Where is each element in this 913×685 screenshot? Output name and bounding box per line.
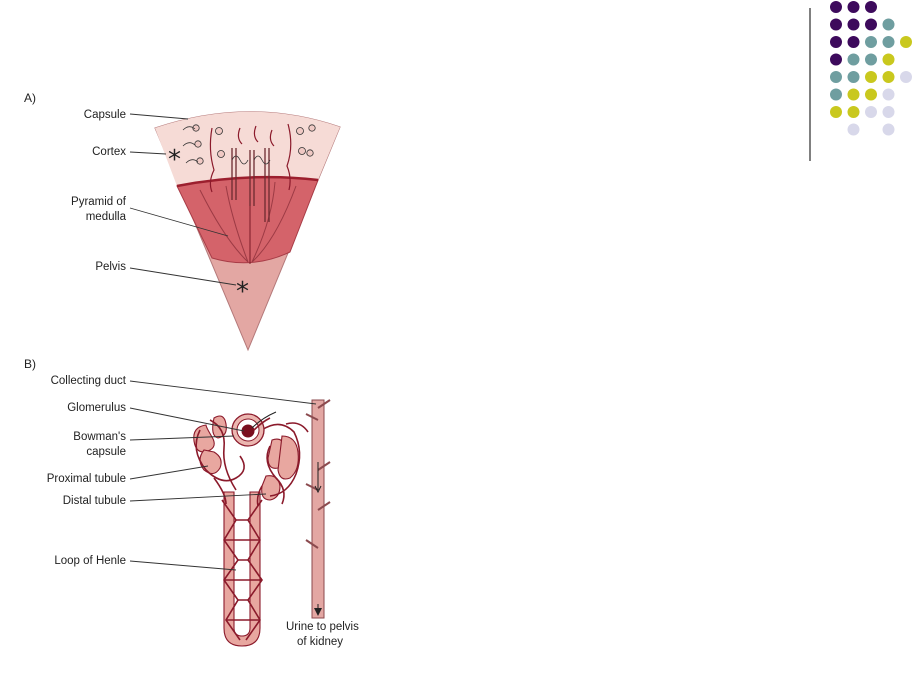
decorative-dot [882,106,895,118]
label-cortex: Cortex [92,146,126,158]
glomerulus [241,424,255,438]
decorative-dot [882,53,895,66]
decorative-dot [830,106,842,118]
decorative-dot [865,71,877,83]
leader-distal-tubule [129,493,267,502]
decorative-dot [847,18,860,31]
urine-flow-arrowhead [314,608,322,616]
cortex-nephrons [182,124,316,165]
decorative-dot [882,18,895,31]
panel-a-letter: A) [24,91,36,105]
panel-b-letter: B) [24,357,36,371]
decorative-dot [865,53,877,66]
decorative-dot [900,71,912,83]
pelvis-marker: * [236,277,249,307]
cortex-region [155,111,340,186]
decorative-dot [830,88,842,101]
label-urine-line1: Urine to pelvis [286,621,359,633]
label-pyramid-line1: Pyramid of [71,196,127,208]
duct-flow-arrow [314,462,322,494]
leader-pyramid [129,207,229,237]
decorative-dot [865,18,877,31]
leader-capsule [129,113,189,120]
decorative-dot [847,123,860,136]
decorative-dot [865,1,877,13]
leader-glomerulus [129,407,245,432]
decorative-dot [847,1,860,13]
leader-bowmans [129,435,235,441]
decorative-dot [830,18,842,31]
label-pelvis: Pelvis [95,261,126,273]
decorative-dot [830,71,842,83]
decorative-dot [830,1,842,13]
label-loop-of-henle: Loop of Henle [54,555,126,567]
pyramid-lobe-left [199,185,249,263]
decorative-dot [900,36,912,48]
decorative-dot [847,71,860,83]
label-bowmans-line1: Bowman's [73,431,126,443]
decorative-dot [882,88,895,101]
leader-proximal-tubule [129,465,209,480]
pyramid-lobe-right [251,181,297,263]
decorative-dot [865,106,877,118]
leader-collecting-duct [129,380,317,405]
leader-loop-of-henle [129,560,237,571]
decorative-dot [830,53,842,66]
decorative-dot [847,53,860,66]
afferent-arteriole [253,417,271,431]
decorative-dot [847,36,860,48]
leader-pelvis [129,267,237,286]
decorative-dot [882,36,895,48]
label-proximal-tubule: Proximal tubule [47,473,126,485]
label-distal-tubule: Distal tubule [63,495,126,507]
nephron [193,399,331,647]
corticomedullary-boundary [176,175,319,188]
label-bowmans-line2: capsule [86,446,126,458]
cortex-marker: * [168,145,181,175]
decorative-dot [847,88,860,101]
proximal-tubule-coils [193,415,227,475]
label-glomerulus: Glomerulus [67,402,126,414]
decorative-dot-grid [830,1,912,136]
decorative-dot [847,106,860,118]
decorative-dot [830,36,842,48]
distal-tubule-coils [261,435,299,501]
label-capsule: Capsule [84,109,126,121]
pyramid-of-medulla [176,176,319,264]
label-collecting-duct: Collecting duct [51,375,127,387]
leader-cortex [129,151,167,155]
label-urine-line2: of kidney [297,636,343,648]
kidney-section: * * [154,111,341,352]
efferent-arteriole [251,411,277,429]
decorative-dot [865,88,877,101]
decorative-dot [865,36,877,48]
label-pyramid-line2: medulla [86,211,127,223]
cortex-vessels [209,123,292,193]
decorative-dot [882,123,895,136]
decorative-dot [882,71,895,83]
